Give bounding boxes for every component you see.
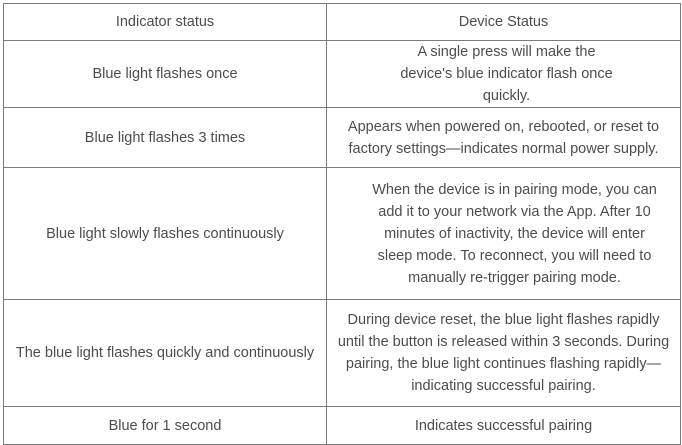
status-text: Appears when powered on, rebooted, or re… xyxy=(347,118,660,157)
table-row: The blue light flashes quickly and conti… xyxy=(3,299,681,407)
status-cell: Indicates successful pairing xyxy=(326,406,681,445)
indicator-cell: The blue light flashes quickly and conti… xyxy=(3,299,327,407)
table-row: Blue for 1 second Indicates successful p… xyxy=(3,406,681,445)
status-cell: During device reset, the blue light flas… xyxy=(326,299,681,407)
indicator-cell: Blue for 1 second xyxy=(3,406,327,445)
indicator-cell: Blue light flashes once xyxy=(3,40,327,108)
status-text: A single press will make the device's bl… xyxy=(400,44,613,104)
status-cell: When the device is in pairing mode, you … xyxy=(326,167,681,300)
table-row: Blue light flashes once A single press w… xyxy=(3,40,681,108)
indicator-cell: Blue light flashes 3 times xyxy=(3,107,327,168)
table-header-row: Indicator status Device Status xyxy=(3,3,681,41)
status-cell: Appears when powered on, rebooted, or re… xyxy=(326,107,681,168)
status-text: During device reset, the blue light flas… xyxy=(337,312,670,394)
header-device-status: Device Status xyxy=(326,3,681,41)
status-text: When the device is in pairing mode, you … xyxy=(372,181,657,286)
header-indicator-status: Indicator status xyxy=(3,3,327,41)
indicator-status-table: Indicator status Device Status Blue ligh… xyxy=(3,3,681,445)
status-text: Indicates successful pairing xyxy=(414,417,593,434)
indicator-cell: Blue light slowly flashes continuously xyxy=(3,167,327,300)
status-cell: A single press will make the device's bl… xyxy=(326,40,681,108)
table-row: Blue light flashes 3 times Appears when … xyxy=(3,107,681,168)
table-row: Blue light slowly flashes continuously W… xyxy=(3,167,681,300)
